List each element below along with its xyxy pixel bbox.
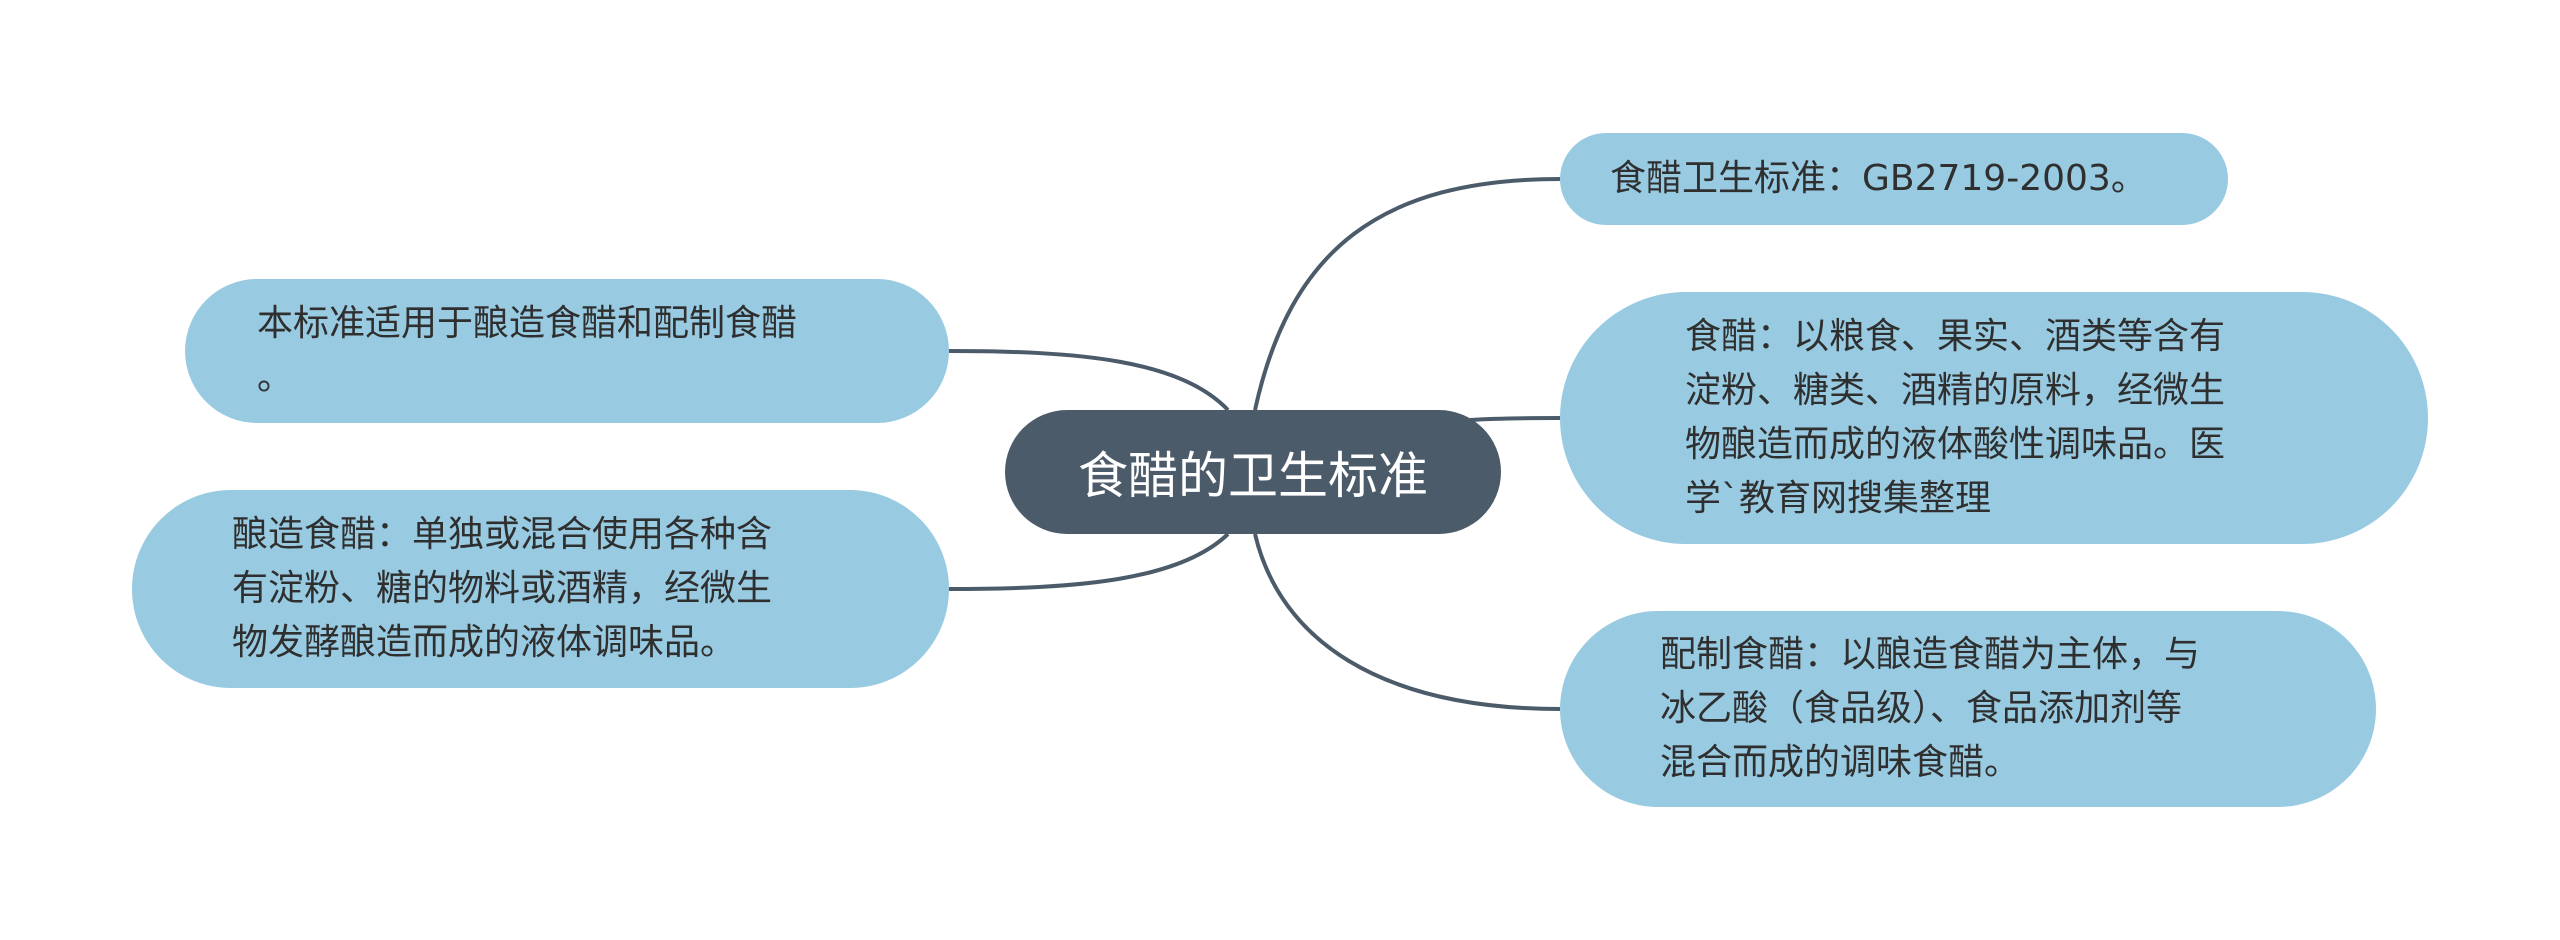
connector-to-standard-number: [1253, 177, 1561, 411]
connector-to-scope: [948, 349, 1230, 412]
topic-vinegar-definition[interactable]: 食醋：以粮食、果实、酒类等含有 淀粉、糖类、酒精的原料，经微生 物酿造而成的液体…: [1560, 292, 2428, 544]
topic-scope-text: 本标准适用于酿造食醋和配制食醋 。: [257, 303, 798, 398]
topic-brewed-vinegar-text: 酿造食醋：单独或混合使用各种含 有淀粉、糖的物料或酒精，经微生 物发酵酿造而成的…: [232, 514, 773, 663]
topic-scope[interactable]: 本标准适用于酿造食醋和配制食醋 。: [185, 279, 949, 423]
topic-blended-vinegar-text: 配制食醋：以酿造食醋为主体，与 冰乙酸（食品级）、食品添加剂等 混合而成的调味食…: [1660, 634, 2201, 783]
topic-vinegar-definition-text: 食醋：以粮食、果实、酒类等含有 淀粉、糖类、酒精的原料，经微生 物酿造而成的液体…: [1685, 316, 2226, 519]
topic-blended-vinegar[interactable]: 配制食醋：以酿造食醋为主体，与 冰乙酸（食品级）、食品添加剂等 混合而成的调味食…: [1560, 611, 2376, 807]
topic-brewed-vinegar[interactable]: 酿造食醋：单独或混合使用各种含 有淀粉、糖的物料或酒精，经微生 物发酵酿造而成的…: [132, 490, 949, 688]
central-topic-label: 食醋的卫生标准: [1078, 447, 1428, 505]
topic-standard-number-text: 食醋卫生标准：GB2719-2003。: [1610, 158, 2147, 199]
central-topic[interactable]: 食醋的卫生标准: [1005, 410, 1501, 534]
connector-to-brewed-vinegar: [948, 532, 1230, 591]
connector-to-blended-vinegar: [1253, 533, 1561, 711]
topic-standard-number[interactable]: 食醋卫生标准：GB2719-2003。: [1560, 133, 2228, 225]
connector-to-vinegar-definition: [1469, 416, 1561, 422]
